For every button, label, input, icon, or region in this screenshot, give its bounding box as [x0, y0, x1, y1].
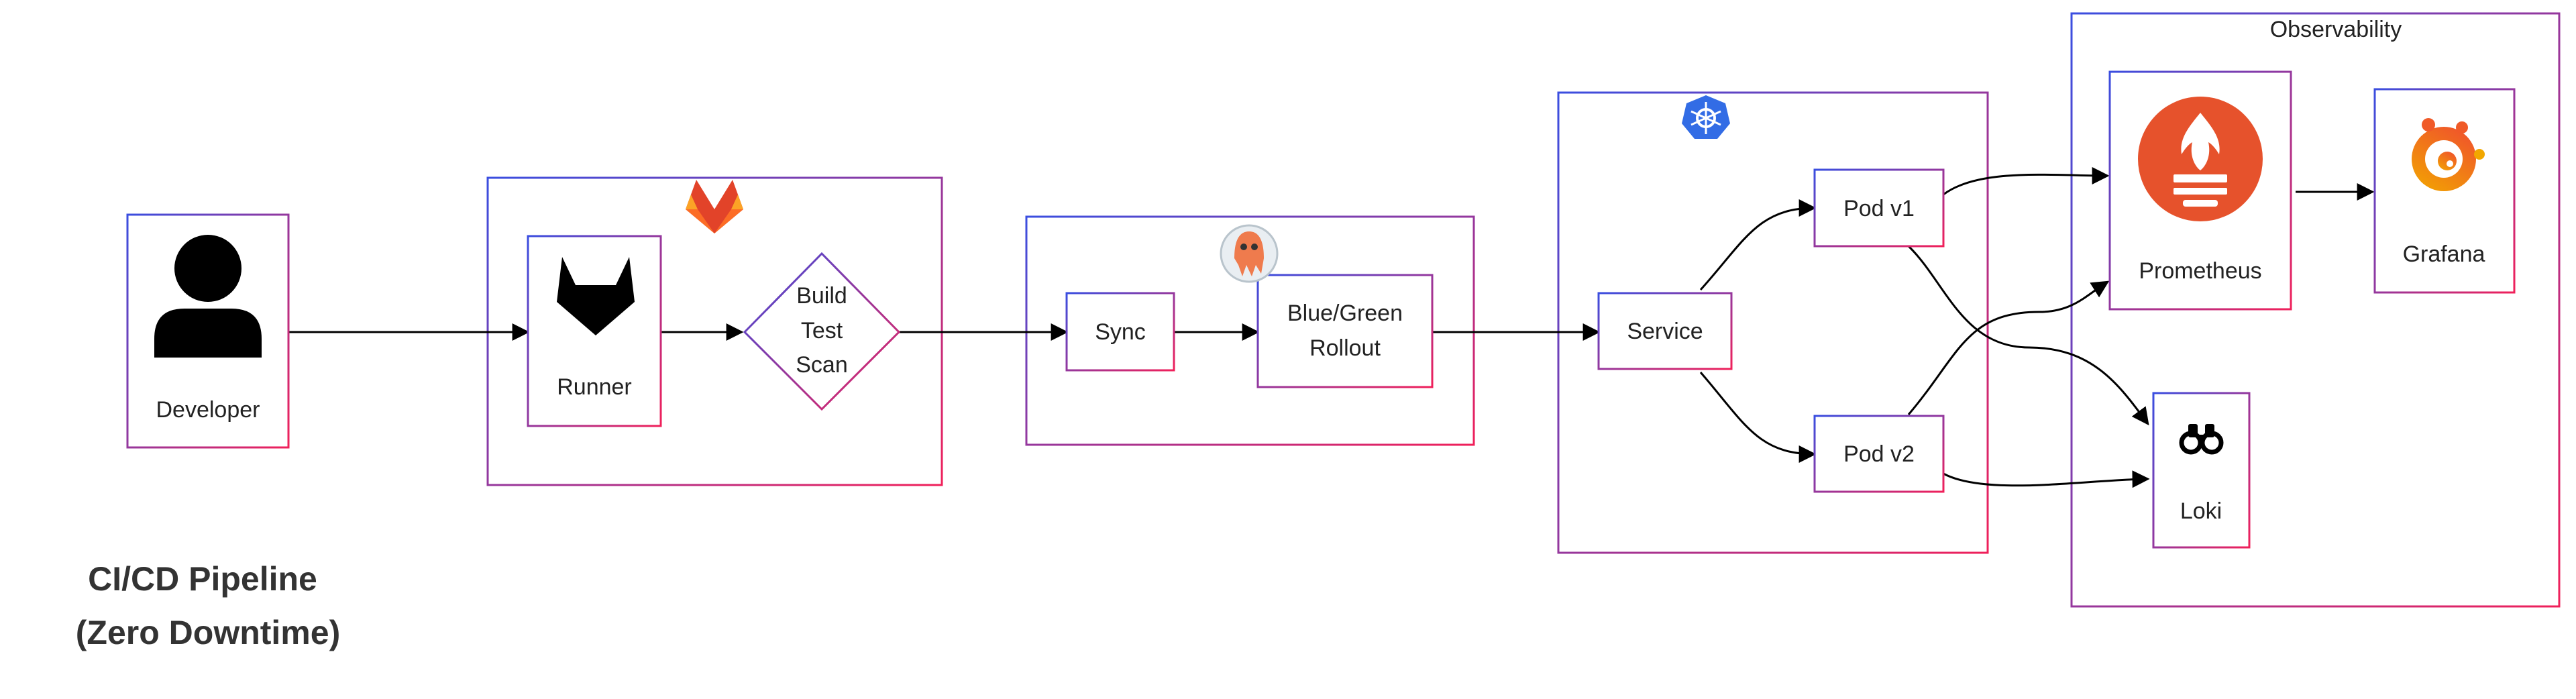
build-label: Build	[796, 283, 847, 309]
pod-v2-box	[1813, 415, 1945, 493]
service-label: Service	[1627, 319, 1703, 344]
pod-v2-label: Pod v2	[1843, 441, 1915, 467]
diagram-title-line-1: CI/CD Pipeline	[88, 560, 317, 598]
edge-podv1-prometheus	[1943, 166, 2110, 196]
edge-service-podv1	[1699, 199, 1817, 291]
grafana-icon	[2412, 118, 2485, 191]
edge-podv1-loki	[1907, 245, 2149, 426]
gitlab-icon	[557, 257, 635, 335]
sync-label: Sync	[1095, 319, 1146, 345]
pod-v1-box	[1813, 168, 1945, 248]
test-label: Test	[801, 318, 843, 343]
developer-label: Developer	[156, 397, 260, 423]
observability-group	[2070, 12, 2561, 608]
pod-v1-label: Pod v1	[1843, 196, 1915, 221]
observability-group-label: Observability	[2270, 17, 2402, 42]
rollout-label: Rollout	[1309, 335, 1381, 361]
gitlab-logo-icon	[686, 180, 743, 233]
scan-label: Scan	[796, 352, 848, 378]
sync-box	[1065, 292, 1175, 372]
build-test-scan-decision	[743, 252, 901, 411]
diagram-title-line-2: (Zero Downtime)	[76, 614, 340, 651]
user-icon	[154, 235, 262, 358]
edge-podv2-prometheus	[1907, 280, 2110, 415]
loki-box	[2152, 392, 2251, 549]
kubernetes-icon	[1682, 95, 1730, 139]
rollout-box	[1256, 274, 1434, 388]
runner-label: Runner	[557, 374, 632, 400]
prometheus-icon	[2138, 97, 2263, 221]
grafana-label: Grafana	[2403, 241, 2485, 267]
prometheus-label: Prometheus	[2139, 258, 2261, 284]
loki-label: Loki	[2180, 498, 2222, 524]
edge-podv2-loki	[1943, 470, 2150, 488]
service-box	[1597, 292, 1733, 370]
edge-service-podv2	[1699, 372, 1817, 463]
argo-octopus-icon	[1220, 224, 1279, 283]
argocd-group	[1025, 215, 1475, 446]
blue-green-label: Blue/Green	[1287, 301, 1403, 326]
binoculars-icon	[2179, 424, 2224, 455]
